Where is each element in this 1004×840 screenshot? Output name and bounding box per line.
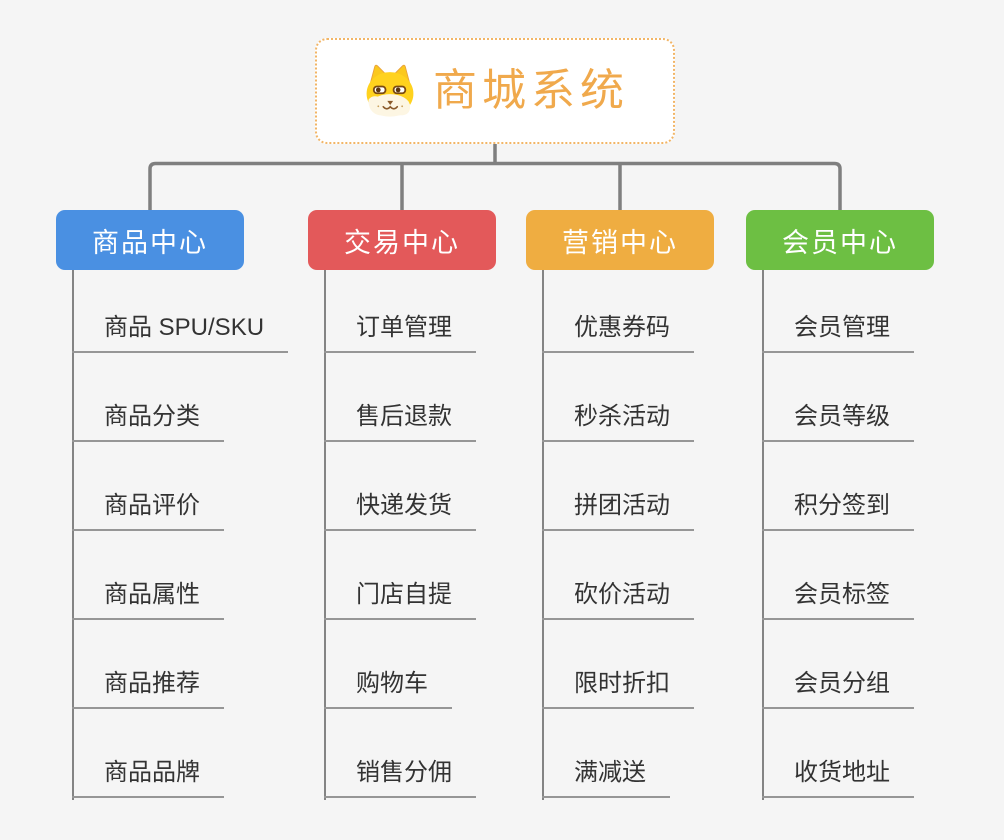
- branch-items-marketing: 优惠券码 秒杀活动 拼团活动 砍价活动 限时折扣 满减送: [542, 264, 694, 798]
- leaf-topic-marketing-coupon[interactable]: 优惠券码: [542, 264, 694, 353]
- leaf-topic-member-manage[interactable]: 会员管理: [762, 264, 914, 353]
- leaf-topic-marketing-full-reduction[interactable]: 满减送: [542, 709, 670, 798]
- branch-child-connector-line: [762, 270, 764, 800]
- leaf-topic-trade-shipping[interactable]: 快递发货: [324, 442, 476, 531]
- branch-child-connector-line: [324, 270, 326, 800]
- leaf-topic-product-spu-sku[interactable]: 商品 SPU/SKU: [72, 264, 289, 353]
- root-topic-title: 商城系统: [433, 66, 629, 115]
- leaf-topic-trade-refund[interactable]: 售后退款: [324, 353, 476, 442]
- branch-column-marketing: 营销中心 优惠券码 秒杀活动 拼团活动 砍价活动 限时折扣 满减送: [526, 210, 714, 800]
- leaf-topic-member-tag[interactable]: 会员标签: [762, 531, 914, 620]
- leaf-topic-product-recommend[interactable]: 商品推荐: [72, 620, 224, 709]
- leaf-topic-trade-store-pickup[interactable]: 门店自提: [324, 531, 476, 620]
- leaf-topic-product-category[interactable]: 商品分类: [72, 353, 224, 442]
- leaf-topic-member-points-signin[interactable]: 积分签到: [762, 442, 914, 531]
- branch-node-label: 交易中心: [344, 227, 460, 258]
- branch-node-marketing[interactable]: 营销中心: [526, 210, 714, 270]
- branch-items-trade: 订单管理 售后退款 快递发货 门店自提 购物车 销售分佣: [324, 264, 476, 798]
- leaf-topic-trade-order[interactable]: 订单管理: [324, 264, 476, 353]
- leaf-topic-product-review[interactable]: 商品评价: [72, 442, 224, 531]
- branch-node-label: 商品中心: [92, 227, 208, 258]
- branch-node-trade[interactable]: 交易中心: [308, 210, 496, 270]
- leaf-topic-member-address[interactable]: 收货地址: [762, 709, 914, 798]
- branch-node-label: 营销中心: [562, 227, 678, 258]
- leaf-topic-marketing-group-buy[interactable]: 拼团活动: [542, 442, 694, 531]
- branch-column-trade: 交易中心 订单管理 售后退款 快递发货 门店自提 购物车 销售分佣: [308, 210, 496, 800]
- branch-items-product: 商品 SPU/SKU 商品分类 商品评价 商品属性 商品推荐 商品品牌: [72, 264, 289, 798]
- branch-node-member[interactable]: 会员中心: [746, 210, 934, 270]
- leaf-topic-member-group[interactable]: 会员分组: [762, 620, 914, 709]
- branch-node-label: 会员中心: [782, 227, 898, 258]
- leaf-topic-product-attribute[interactable]: 商品属性: [72, 531, 224, 620]
- connector-lines: [148, 144, 842, 210]
- branch-child-connector-line: [72, 270, 74, 800]
- leaf-topic-marketing-time-discount[interactable]: 限时折扣: [542, 620, 694, 709]
- leaf-topic-trade-cart[interactable]: 购物车: [324, 620, 452, 709]
- branch-items-member: 会员管理 会员等级 积分签到 会员标签 会员分组 收货地址: [762, 264, 914, 798]
- branch-column-product: 商品中心 商品 SPU/SKU 商品分类 商品评价 商品属性 商品推荐 商品品牌: [56, 210, 289, 800]
- dog-face-icon: [361, 64, 419, 118]
- leaf-topic-product-brand[interactable]: 商品品牌: [72, 709, 224, 798]
- leaf-topic-marketing-flash-sale[interactable]: 秒杀活动: [542, 353, 694, 442]
- leaf-topic-member-level[interactable]: 会员等级: [762, 353, 914, 442]
- branch-node-product[interactable]: 商品中心: [56, 210, 244, 270]
- root-topic-node[interactable]: 商城系统: [315, 38, 675, 144]
- leaf-topic-trade-commission[interactable]: 销售分佣: [324, 709, 476, 798]
- leaf-topic-marketing-bargain[interactable]: 砍价活动: [542, 531, 694, 620]
- branch-column-member: 会员中心 会员管理 会员等级 积分签到 会员标签 会员分组 收货地址: [746, 210, 934, 800]
- branch-child-connector-line: [542, 270, 544, 800]
